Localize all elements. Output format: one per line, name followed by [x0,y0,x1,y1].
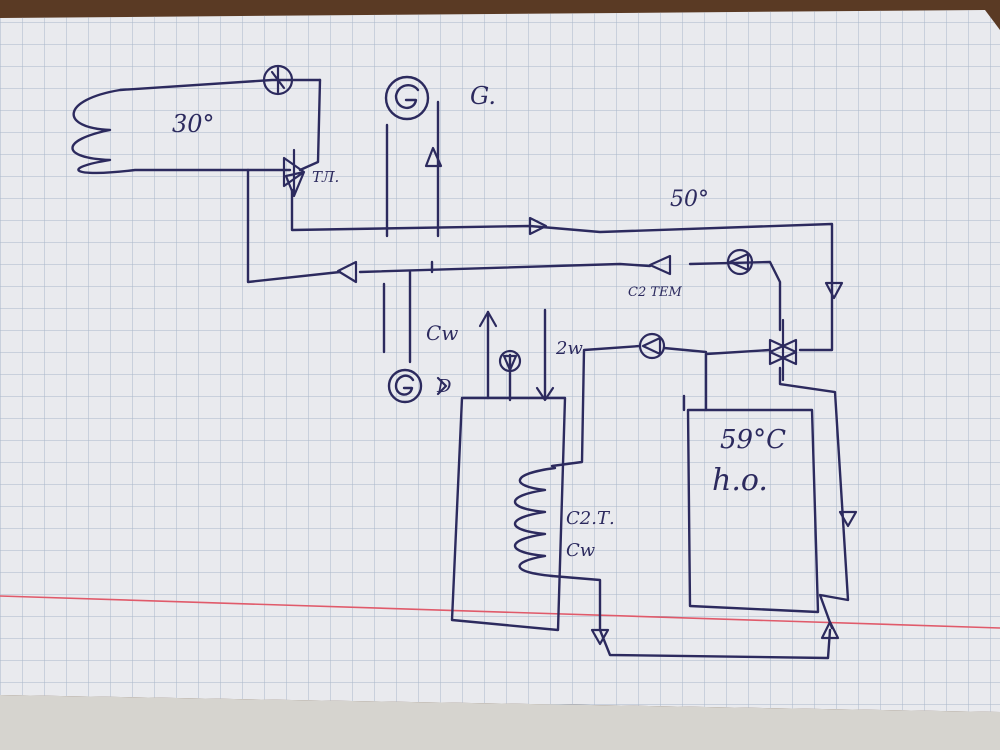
flow-arrow-bottom-up [820,620,840,640]
supply-temperature: 50° [670,187,709,212]
page-edge [0,695,1000,750]
hot-water-tank [686,408,820,614]
boiler-coil-label-1: С2.Т. [566,508,615,529]
heating-coil [71,78,322,175]
flow-arrow-right-down [824,281,844,300]
flow-arrow-generator [424,146,443,168]
boiler-feed-line [550,344,642,468]
generator-top-pipes [385,100,440,238]
flow-arrow-meter [436,376,448,396]
pump-circle-icon [502,354,518,372]
boiler-coil [513,466,557,578]
pump-circle-icon [728,252,750,272]
valve-label: ТЛ. [312,168,339,186]
pump-sensor [726,248,754,276]
pump-feed-line [662,346,708,354]
pump-boiler-feed [638,332,666,360]
three-way-valve-right [768,318,798,382]
generator-label: G. [470,82,496,110]
three-way-valve-icon [768,318,798,382]
meter-label: D [436,376,452,397]
flow-arrow-tank-right [838,510,858,528]
tank-name: h.o. [712,463,768,498]
notebook-page [0,10,1000,750]
lower-pipes [382,260,434,364]
cw-label: Cw [426,321,458,345]
boiler-bottom-line [550,574,832,660]
coil-temperature: 30° [172,110,215,138]
flow-arrow-hw-down [535,386,555,402]
hw-label: 2w [555,338,583,359]
tank-top-line [682,348,772,412]
generator-bottom [387,368,423,404]
pump-circle-icon [641,336,662,356]
generator-g-icon [394,84,420,109]
coil-return-line [298,78,322,172]
margin-line [0,595,1000,629]
flow-arrow-bottom-down [590,628,610,646]
generator-top [384,75,430,121]
supply-header [290,188,834,352]
boiler-coil-label-2: Cw [566,540,596,561]
boiler-tank [450,396,567,632]
flow-arrow-sensor [648,254,672,276]
pump-circle-icon [270,66,286,94]
three-way-valve-icon [282,148,306,198]
flow-arrow-supply [528,216,548,236]
return-header [358,262,652,274]
three-way-valve-left [282,148,306,198]
flow-arrow-return [336,260,358,284]
pump-boiler-top [498,349,522,373]
sensor-label: С2 ТЕМ [628,285,683,300]
generator-g-icon [394,374,415,396]
tank-right-line [778,366,850,630]
pump-coil [262,64,294,96]
tank-temperature: 59°C [720,425,786,455]
left-drop-line [246,168,342,284]
flow-arrow-cw-up [478,310,498,328]
